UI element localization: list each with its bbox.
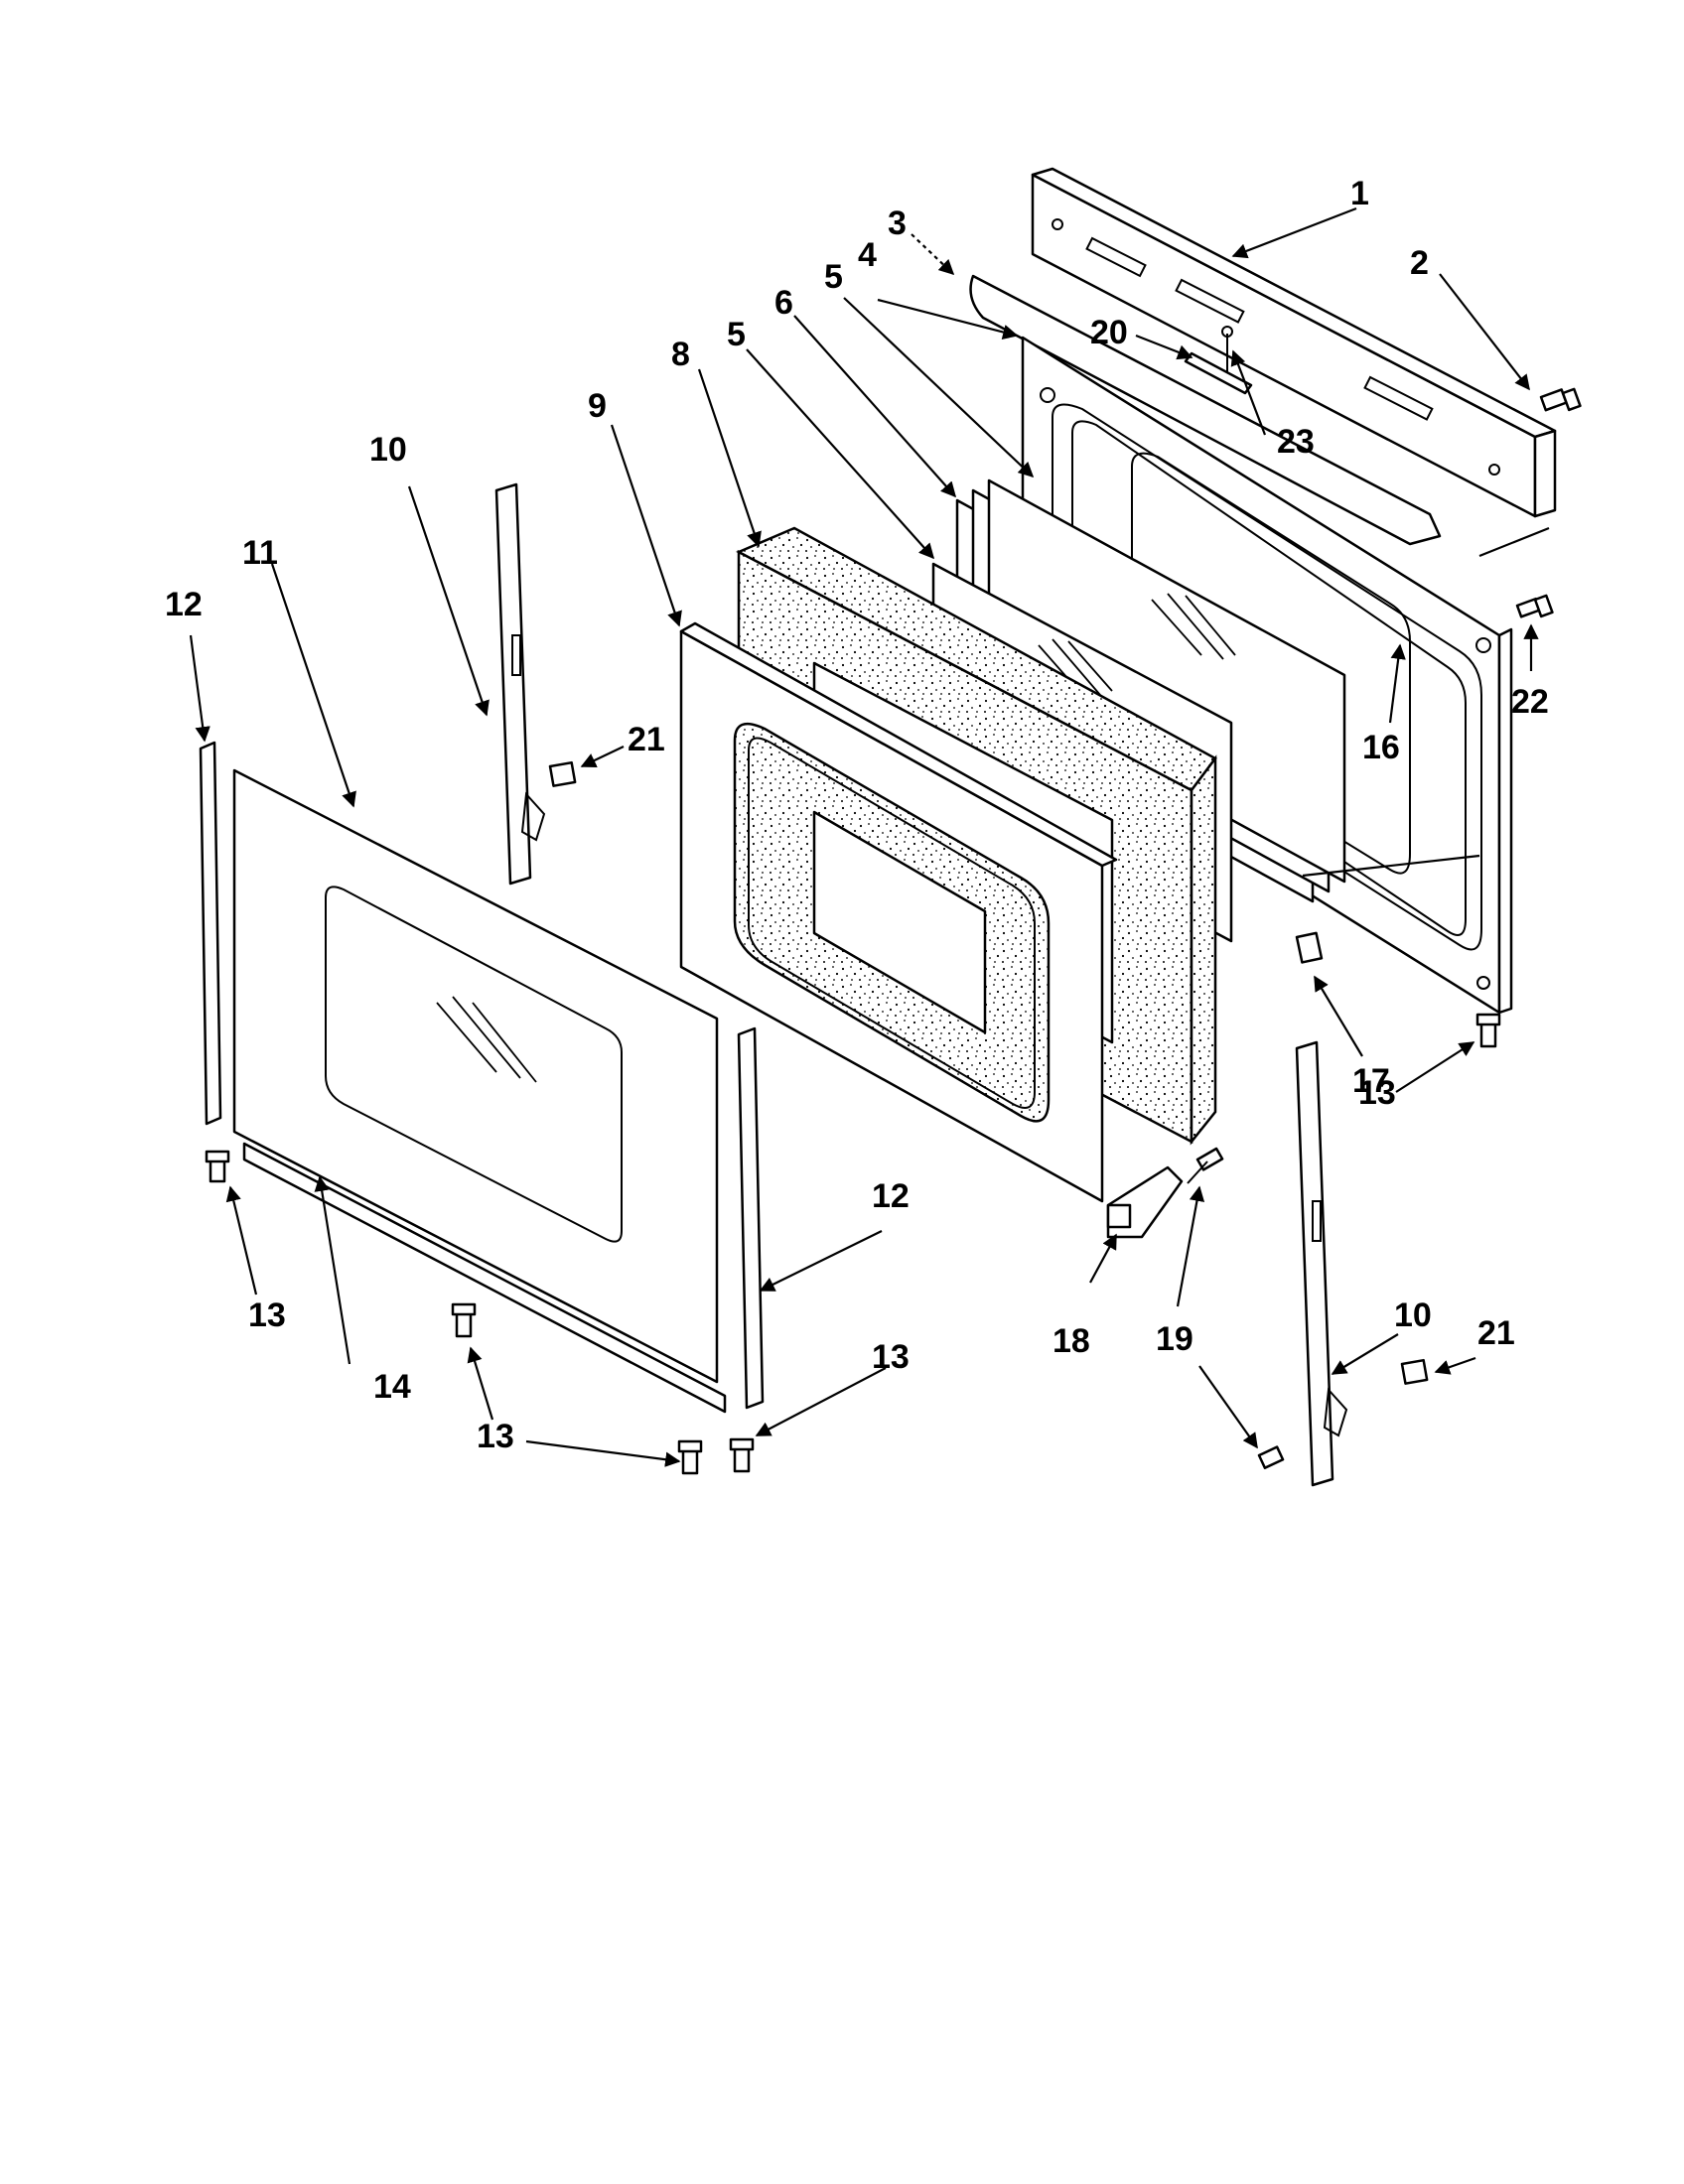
callout-4: 4 (858, 236, 877, 274)
callout-11: 11 (242, 534, 278, 572)
callout-10a: 10 (369, 431, 407, 469)
part-12-side-trim-left (199, 741, 222, 1126)
callout-13b: 13 (477, 1418, 514, 1455)
callout-13d: 13 (1358, 1074, 1396, 1112)
callout-1: 1 (1350, 175, 1369, 212)
callout-8: 8 (671, 336, 690, 373)
part-18-bracket (1106, 1165, 1184, 1239)
callout-17: 17 (1352, 1062, 1390, 1100)
callout-9: 9 (588, 387, 607, 425)
callout-6: 6 (774, 284, 793, 322)
part-17-clip (1295, 931, 1324, 964)
callout-14: 14 (373, 1368, 411, 1406)
callout-12b: 12 (872, 1177, 910, 1215)
part-9-door-liner (679, 621, 1118, 1203)
callout-2: 2 (1410, 244, 1429, 282)
callout-19: 19 (1156, 1320, 1193, 1358)
callout-3: 3 (888, 205, 907, 242)
part-13-screw-c (677, 1439, 703, 1475)
callout-5a: 5 (824, 258, 843, 296)
callout-18: 18 (1052, 1322, 1090, 1360)
part-13-screw-a (205, 1150, 230, 1183)
callout-21b: 21 (1477, 1314, 1515, 1352)
part-22-screw (1515, 594, 1554, 618)
leader-lines (189, 206, 1550, 1467)
part-13-screw-e (1475, 1013, 1501, 1048)
part-10-hinge-channel-left (494, 482, 546, 886)
callout-16: 16 (1362, 729, 1400, 766)
callout-13a: 13 (248, 1297, 286, 1334)
callout-5b: 5 (727, 316, 746, 353)
part-1-door-trim-top (1031, 167, 1557, 518)
part-10-hinge-channel-right (1295, 1040, 1348, 1487)
callout-21a: 21 (628, 721, 665, 758)
part-2-screw (1539, 387, 1582, 412)
callout-22: 22 (1511, 683, 1549, 721)
callout-13c: 13 (872, 1338, 910, 1376)
part-21-hinge-clip-left (548, 760, 577, 787)
callout-20: 20 (1090, 314, 1128, 351)
callout-10b: 10 (1394, 1297, 1432, 1334)
part-19-screw-lower (1257, 1445, 1285, 1469)
part-13-screw-d (729, 1437, 755, 1473)
part-11-outer-door-panel (232, 768, 719, 1384)
callout-23: 23 (1277, 423, 1315, 461)
callout-12a: 12 (165, 586, 203, 623)
part-13-screw-b (451, 1302, 477, 1338)
part-23-screw (1221, 326, 1233, 373)
part-21-hinge-clip-right (1400, 1358, 1429, 1385)
part-14-door-bottom-trim (242, 1142, 727, 1414)
part-19-screw-upper (1187, 1147, 1224, 1184)
part-3-door-trim-strip (969, 274, 1442, 546)
part-12-side-trim-right (737, 1026, 765, 1410)
callout-labels: 1 2 3 4 5 6 5 8 9 10 11 12 12 13 14 13 1… (165, 175, 1549, 1455)
